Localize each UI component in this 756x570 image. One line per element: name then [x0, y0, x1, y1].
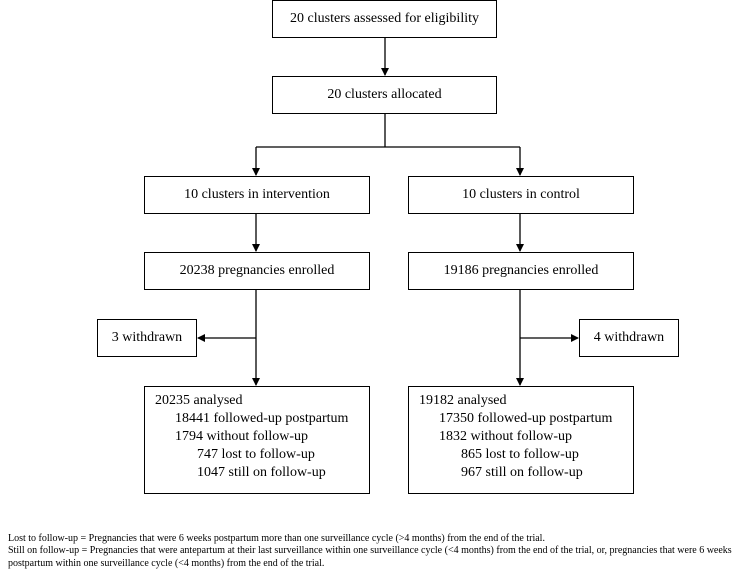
allocated-label: 20 clusters allocated: [327, 87, 442, 102]
control-followed-up-label: 17350 followed-up postpartum: [439, 411, 613, 426]
eligibility-label: 20 clusters assessed for eligibility: [290, 11, 479, 26]
intervention-analysed-label: 20235 analysed: [155, 393, 243, 408]
footnote-lost: Lost to follow-up = Pregnancies that wer…: [8, 533, 545, 544]
intervention-analysed-box: 20235 analysed 18441 followed-up postpar…: [144, 386, 370, 494]
intervention-enrolled-label: 20238 pregnancies enrolled: [179, 263, 335, 278]
control-arm-box: 10 clusters in control: [408, 176, 634, 214]
control-arm-label: 10 clusters in control: [462, 187, 580, 202]
intervention-without-follow-up-label: 1794 without follow-up: [175, 429, 308, 444]
intervention-followed-up-label: 18441 followed-up postpartum: [175, 411, 349, 426]
footnote-still: Still on follow-up = Pregnancies that we…: [8, 545, 732, 569]
intervention-lost-label: 747 lost to follow-up: [197, 447, 315, 462]
allocated-box: 20 clusters allocated: [272, 76, 497, 114]
intervention-arm-label: 10 clusters in intervention: [184, 187, 330, 202]
control-enrolled-label: 19186 pregnancies enrolled: [443, 263, 599, 278]
intervention-still-label: 1047 still on follow-up: [197, 465, 326, 480]
control-enrolled-box: 19186 pregnancies enrolled: [408, 252, 634, 290]
control-still-label: 967 still on follow-up: [461, 465, 583, 480]
eligibility-box: 20 clusters assessed for eligibility: [272, 0, 497, 38]
intervention-arm-box: 10 clusters in intervention: [144, 176, 370, 214]
control-analysed-label: 19182 analysed: [419, 393, 507, 408]
control-lost-label: 865 lost to follow-up: [461, 447, 579, 462]
control-without-follow-up-label: 1832 without follow-up: [439, 429, 572, 444]
control-withdrawn-label: 4 withdrawn: [593, 330, 665, 345]
intervention-withdrawn-box: 3 withdrawn: [97, 319, 197, 357]
intervention-enrolled-box: 20238 pregnancies enrolled: [144, 252, 370, 290]
intervention-withdrawn-label: 3 withdrawn: [111, 330, 183, 345]
control-withdrawn-box: 4 withdrawn: [579, 319, 679, 357]
control-analysed-box: 19182 analysed 17350 followed-up postpar…: [408, 386, 634, 494]
